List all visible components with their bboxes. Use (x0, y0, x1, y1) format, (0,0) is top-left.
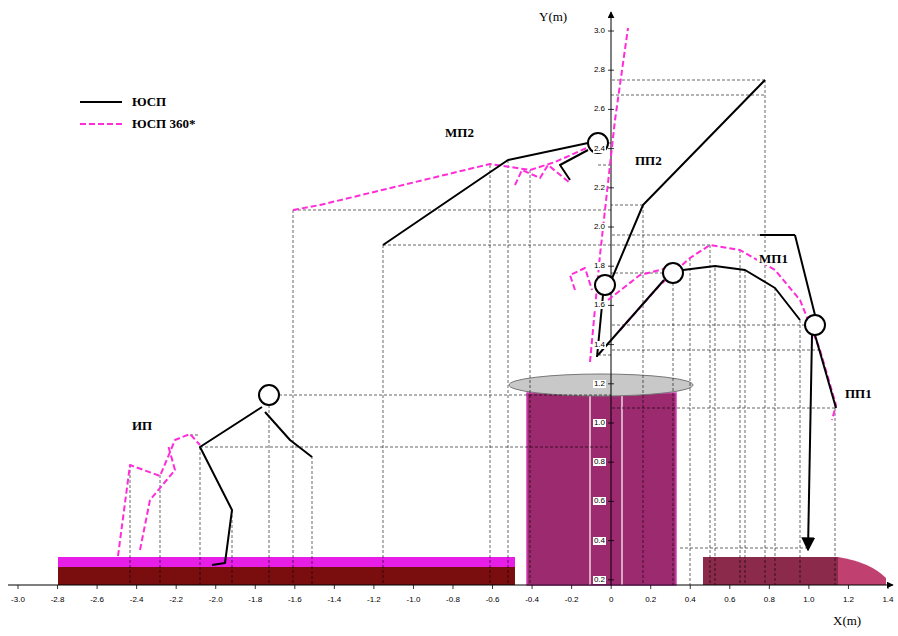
phase-label: МП1 (757, 252, 790, 265)
tick-marks (18, 31, 888, 589)
phase-label: ПП2 (633, 154, 664, 167)
tick-label: 0 (608, 596, 614, 604)
tick-label: 1.2 (842, 596, 855, 604)
figure-base (200, 80, 836, 565)
phase-label: ИП (130, 419, 154, 432)
tick-label: 1.0 (593, 419, 606, 427)
legend-entry: ЮСП (78, 94, 166, 110)
tick-label: 1.4 (593, 341, 606, 349)
tick-label: 0.2 (593, 576, 606, 584)
axis-title: X(m) (832, 614, 862, 627)
tick-label: -1.0 (406, 596, 422, 604)
legend-text: ЮСП 360* (132, 116, 195, 132)
tick-label: 0.6 (593, 497, 606, 505)
tick-label: 1.0 (802, 596, 815, 604)
tick-label: -1.2 (366, 596, 382, 604)
axes (8, 12, 893, 585)
tick-label: 1.4 (881, 596, 894, 604)
axis-title: Y(m) (538, 10, 568, 23)
tick-label: 1.2 (593, 380, 606, 388)
tick-label: -2.0 (208, 596, 224, 604)
tick-label: 1.8 (593, 262, 606, 270)
tick-label: 0.4 (684, 596, 697, 604)
tick-label: 0.4 (593, 537, 606, 545)
tick-label: -0.8 (445, 596, 461, 604)
tick-label: -2.2 (168, 596, 184, 604)
tick-label: 0.8 (593, 458, 606, 466)
tick-label: 0.8 (763, 596, 776, 604)
tick-label: 2.2 (593, 184, 606, 192)
tick-label: -1.4 (326, 596, 342, 604)
tick-label: -0.6 (485, 596, 501, 604)
legend-entry: ЮСП 360* (78, 116, 195, 132)
phase-label: ПП1 (843, 387, 874, 400)
tick-label: -3.0 (10, 596, 26, 604)
tick-label: 3.0 (593, 27, 606, 35)
legend-line-sample (78, 116, 124, 132)
tick-label: -2.6 (89, 596, 105, 604)
vaulting-table (509, 374, 693, 585)
tick-label: -1.8 (247, 596, 263, 604)
figure-360 (118, 28, 836, 556)
tick-label: 2.4 (593, 145, 606, 153)
legend-line-sample (78, 94, 124, 110)
tick-label: 1.6 (593, 301, 606, 309)
tick-label: 2.8 (593, 66, 606, 74)
tick-label: -1.6 (287, 596, 303, 604)
tick-label: 0.6 (723, 596, 736, 604)
tick-label: -0.4 (524, 596, 540, 604)
phase-label: МП2 (443, 126, 476, 139)
tick-label: -2.8 (50, 596, 66, 604)
legend-text: ЮСП (132, 94, 166, 110)
tick-label: -0.2 (564, 596, 580, 604)
runway (58, 557, 515, 585)
tick-label: 0.2 (644, 596, 657, 604)
landing-mat (703, 557, 886, 585)
tick-label: -2.4 (129, 596, 145, 604)
projection-lines (130, 28, 835, 585)
tick-label: 2.0 (593, 223, 606, 231)
tick-label: 2.6 (593, 105, 606, 113)
